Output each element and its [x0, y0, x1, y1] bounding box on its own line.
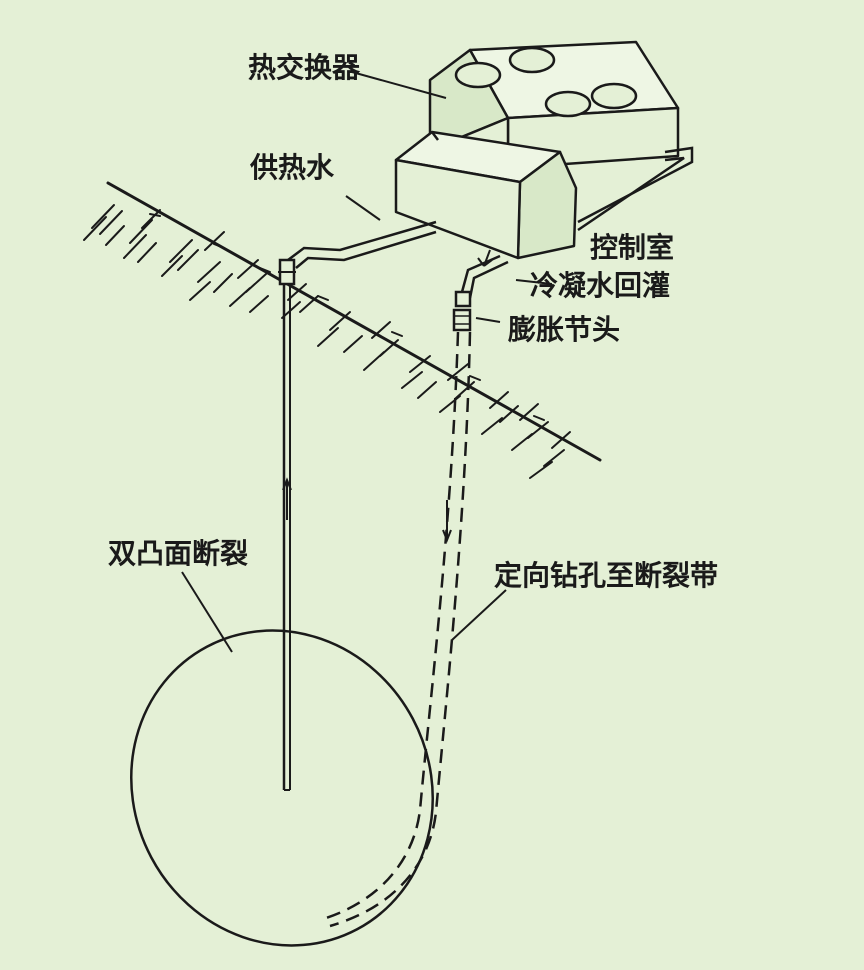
label-control-room: 控制室	[590, 231, 675, 264]
label-expansion-joint: 膨胀节头	[508, 313, 621, 346]
reinjection-pipe	[460, 249, 509, 299]
expansion-joint	[452, 290, 472, 332]
production-well	[278, 258, 296, 791]
label-directional-drilling: 定向钻孔至断裂带	[494, 559, 719, 592]
exchanger-pipe	[577, 146, 694, 232]
label-condensate-reinjection: 冷凝水回灌	[530, 269, 671, 302]
leader-lines	[181, 71, 553, 653]
label-heat-exchanger: 热交换器	[248, 51, 361, 84]
borehole-down-arrow	[442, 500, 452, 543]
hot-water-supply-pipe	[287, 220, 437, 269]
label-hot-water-supply: 供热水	[250, 151, 335, 184]
biconvex-fault	[130, 629, 434, 947]
control-room	[394, 130, 578, 260]
label-biconvex-fault: 双凸面断裂	[108, 537, 249, 570]
